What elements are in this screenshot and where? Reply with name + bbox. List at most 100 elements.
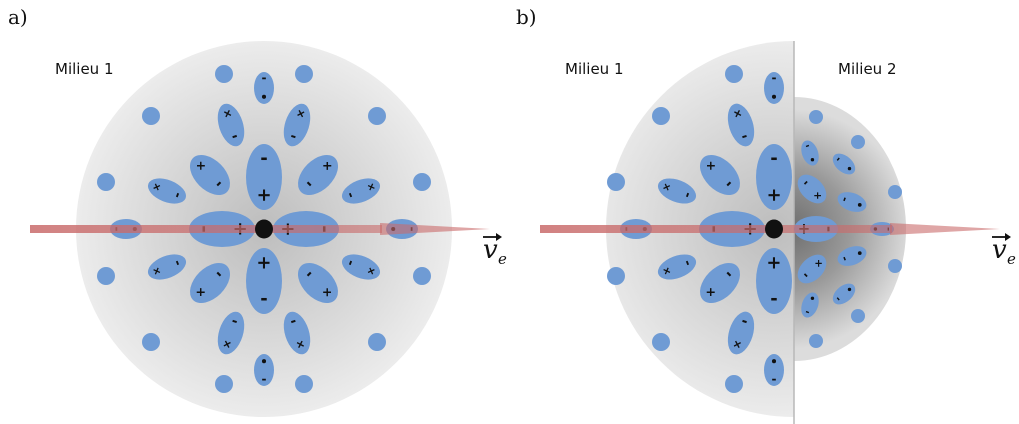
svg-text:-: - <box>343 190 359 201</box>
b-m2-polarization-dot-2 <box>851 135 865 149</box>
svg-text:+: + <box>813 191 824 200</box>
svg-text:-: - <box>169 190 185 201</box>
dipole-ring3-0: +- <box>147 178 187 204</box>
polarization-dot-2 <box>215 375 233 393</box>
panel-b-dipoles: -+-+-++-+--+-++-+-----++-+-------- <box>607 65 902 393</box>
polarization-dot-7 <box>368 333 386 351</box>
polarization-dot-11 <box>413 267 431 285</box>
dipole-mid-1: +- <box>297 154 339 196</box>
svg-text:e: e <box>1007 250 1016 268</box>
polarization-dot-5 <box>368 107 386 125</box>
svg-text:+: + <box>193 160 208 171</box>
dipole-ring3-1: +- <box>341 178 381 204</box>
b-dipole-inner-bottom: -+ <box>756 248 792 314</box>
dipole-ring2-0: -+ <box>217 103 245 147</box>
svg-text:-: - <box>837 195 851 204</box>
panel-a-electron <box>255 219 273 239</box>
svg-text:v: v <box>483 235 498 265</box>
svg-text:-: - <box>679 258 695 268</box>
polarization-dot-10 <box>413 173 431 191</box>
b-m2-dipole-lower-3: - <box>832 283 856 305</box>
panel-b-electron <box>765 219 783 239</box>
polarization-dot-9 <box>97 267 115 285</box>
panel-a-velocity-label: v e <box>483 233 507 268</box>
dipole-ring3-2: +- <box>147 254 187 280</box>
svg-text:-: - <box>804 140 812 152</box>
polarization-dot-0 <box>215 65 233 83</box>
b-dipole-ring2-2: -+ <box>727 311 755 355</box>
dipole-ring2-3: -+ <box>283 311 311 355</box>
svg-text:-: - <box>833 154 844 164</box>
svg-text:-: - <box>770 148 777 169</box>
b-polarization-dot-1 <box>725 375 743 393</box>
b-polarization-dot-3 <box>652 333 670 351</box>
b-polarization-dot-4 <box>607 173 625 191</box>
dipole-mid-3: +- <box>297 262 339 304</box>
svg-text:-: - <box>739 313 749 330</box>
svg-text:-: - <box>261 72 266 86</box>
b-m2-dipole-upper-2: - <box>837 192 867 212</box>
b-m2-dipole-upper-3: - <box>832 153 856 175</box>
svg-text:+: + <box>703 160 718 171</box>
b-dipole-inner-top: -+ <box>756 144 792 210</box>
dipole-ring2-1: -+ <box>283 103 311 147</box>
b-m2-dipole-upper-1: +- <box>797 174 827 204</box>
b-polarization-dot-0 <box>725 65 743 83</box>
polarization-dot-4 <box>142 107 160 125</box>
dipole-ring2-2: -+ <box>217 311 245 355</box>
b-dipole-mid-0: +- <box>699 154 741 196</box>
svg-text:+: + <box>764 255 785 270</box>
panel-b-medium-2-label: Milieu 2 <box>838 60 897 78</box>
b-m2-dipole-near-bottom: - <box>801 292 819 318</box>
svg-text:-: - <box>679 190 695 200</box>
b-dipole-outer-bottom: - <box>764 354 784 386</box>
svg-text:-: - <box>739 128 749 145</box>
dipole-mid-0: +- <box>189 154 231 196</box>
svg-text:-: - <box>804 306 812 318</box>
b-polarization-dot-5 <box>607 267 625 285</box>
svg-text:+: + <box>254 255 275 270</box>
b-dipole-ring2-0: -+ <box>727 103 755 147</box>
svg-text:+: + <box>254 188 275 203</box>
panel-a-beam <box>30 223 490 235</box>
dipole-inner-top: -+ <box>246 144 282 210</box>
svg-text:-: - <box>772 372 777 386</box>
polarization-dot-8 <box>97 173 115 191</box>
svg-text:+: + <box>705 285 716 300</box>
polarization-dot-3 <box>295 375 313 393</box>
b-m2-dipole-lower-1: +- <box>797 254 827 284</box>
svg-text:+: + <box>764 188 785 203</box>
panel-b-medium-1-label: Milieu 1 <box>565 60 624 78</box>
svg-text:-: - <box>262 372 267 386</box>
polarization-dot-1 <box>295 65 313 83</box>
dipole-inner-bottom: -+ <box>246 248 282 314</box>
dipole-ring3-3: +- <box>341 254 381 280</box>
b-m2-dipole-near-top: - <box>801 140 819 166</box>
b-m2-polarization-dot-1 <box>809 334 823 348</box>
b-dipole-ring3-0: +- <box>657 178 697 204</box>
svg-text:-: - <box>229 128 240 145</box>
svg-text:-: - <box>288 313 299 330</box>
b-dipole-ring3-2: +- <box>657 254 697 280</box>
svg-text:-: - <box>260 289 267 310</box>
dipole-outer-bottom: - <box>254 354 274 386</box>
svg-text:e: e <box>498 250 507 268</box>
svg-text:+: + <box>195 285 206 300</box>
svg-text:-: - <box>229 313 240 330</box>
svg-text:-: - <box>837 254 851 263</box>
svg-text:-: - <box>260 148 267 169</box>
svg-text:+: + <box>322 158 333 173</box>
svg-text:-: - <box>343 258 359 269</box>
b-polarization-dot-2 <box>652 107 670 125</box>
b-m2-polarization-dot-3 <box>851 309 865 323</box>
dipole-outer-top: - <box>254 72 274 104</box>
panel-b-velocity-label: v e <box>992 233 1016 268</box>
svg-text:v: v <box>992 235 1007 265</box>
svg-text:-: - <box>833 293 844 303</box>
svg-text:+: + <box>320 287 335 298</box>
b-dipole-outer-top: - <box>764 72 784 104</box>
b-dipole-mid-2: +- <box>699 262 741 304</box>
svg-text:-: - <box>770 289 777 310</box>
b-m2-polarization-dot-4 <box>888 185 902 199</box>
